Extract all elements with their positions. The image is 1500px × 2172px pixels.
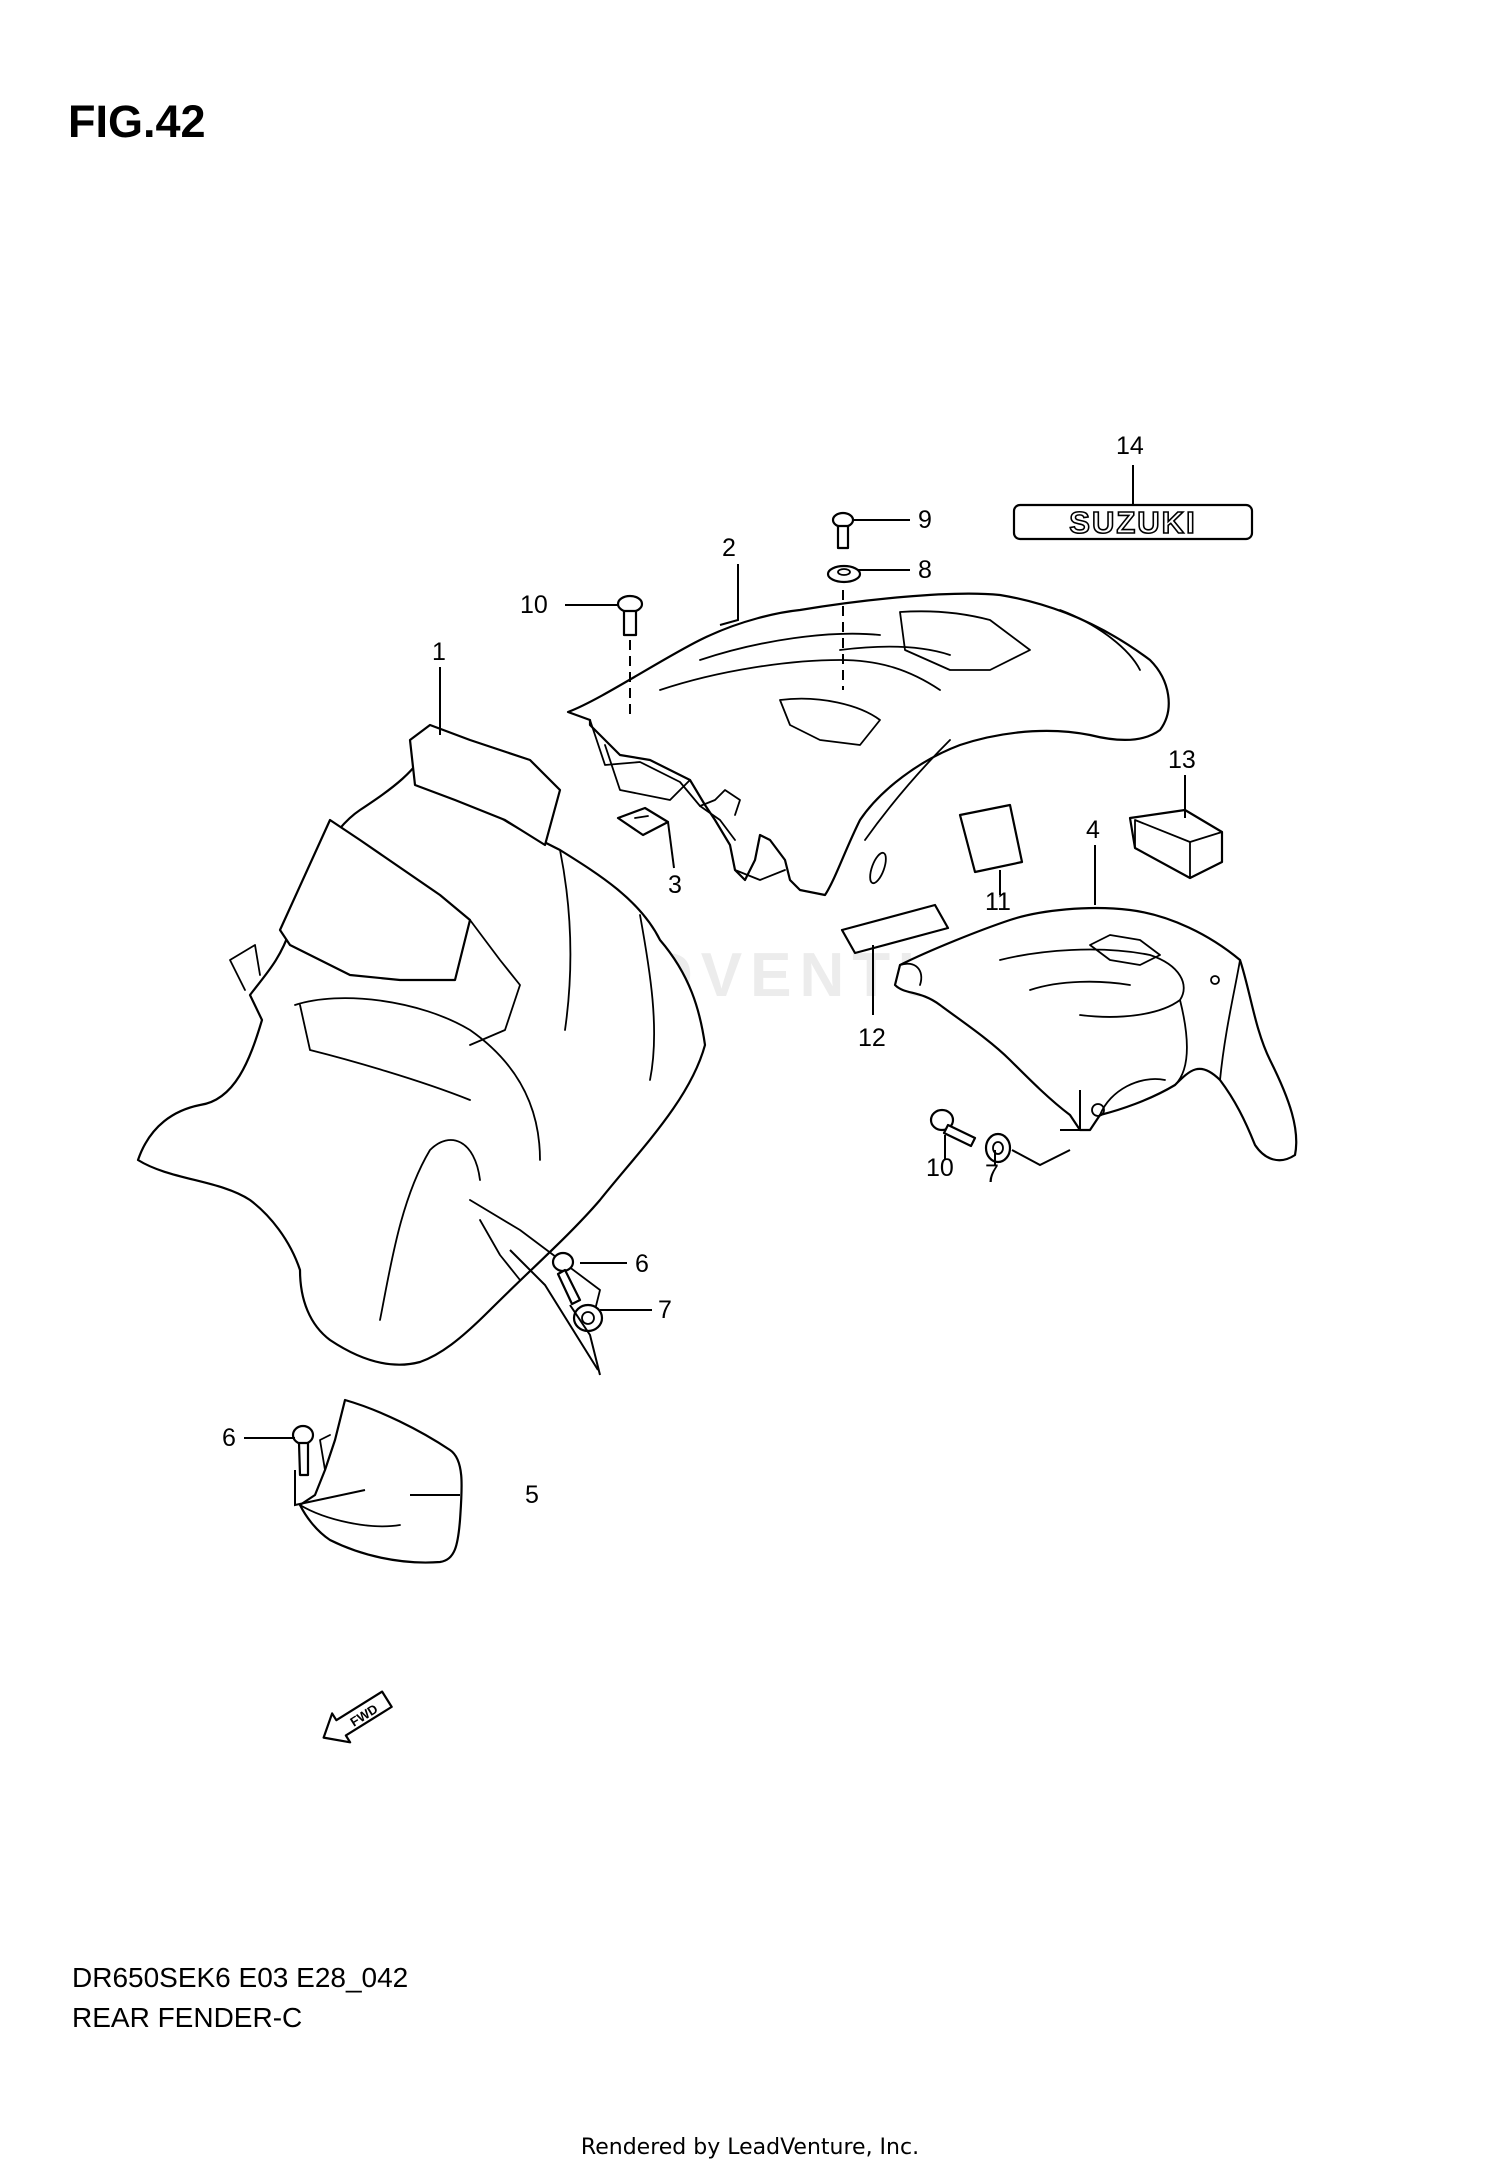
- callout-12: 12: [858, 1024, 886, 1052]
- part-11-reflector[interactable]: [958, 803, 1024, 874]
- callout-13: 13: [1168, 746, 1196, 774]
- callout-10-lower: 10: [926, 1154, 954, 1182]
- emblem-text: SUZUKI: [1069, 505, 1196, 540]
- part-1-inner-fender[interactable]: ∂ ∂ ∂: [136, 723, 707, 1366]
- part-6-bolt-lower[interactable]: [291, 1424, 315, 1477]
- callout-9: 9: [918, 506, 932, 534]
- callout-6-upper: 6: [635, 1250, 649, 1278]
- part-6-bolt-upper[interactable]: [551, 1251, 582, 1306]
- part-5-mud-flap[interactable]: [294, 1398, 463, 1564]
- part-10-bolt-upper[interactable]: [616, 594, 644, 637]
- part-14-emblem[interactable]: SUZUKI: [1012, 503, 1254, 541]
- fwd-direction-arrow: FWD: [322, 1690, 393, 1744]
- callout-14: 14: [1116, 432, 1144, 460]
- part-13-reflector[interactable]: [1128, 808, 1224, 880]
- callout-8: 8: [918, 556, 932, 584]
- part-12-reflector[interactable]: [840, 903, 950, 955]
- part-4-rear-bracket[interactable]: [893, 906, 1298, 1162]
- callout-5: 5: [525, 1481, 539, 1509]
- part-8-washer[interactable]: [826, 564, 862, 584]
- callout-2: 2: [722, 534, 736, 562]
- callout-7-left: 7: [658, 1296, 672, 1324]
- part-7-grommet-right[interactable]: [984, 1132, 1012, 1164]
- part-9-screw[interactable]: [831, 511, 855, 550]
- callout-labels: 1 2 3 4 5 6 6 7 7 8 9 10 10 11 12 13 14: [222, 432, 1196, 1509]
- model-code: DR650SEK6 E03 E28_042: [72, 1962, 409, 1993]
- part-2-rear-fender[interactable]: [566, 592, 1170, 897]
- callout-6-lower: 6: [222, 1424, 236, 1452]
- part-10-bolt-lower[interactable]: [929, 1108, 977, 1148]
- callout-11: 11: [985, 888, 1011, 916]
- figure-title: FIG.42: [68, 96, 206, 147]
- assembly-guide-lines: [509, 590, 1081, 1376]
- section-name: REAR FENDER-C: [72, 2002, 303, 2033]
- leader-lines: [244, 465, 1186, 1496]
- callout-3: 3: [668, 871, 682, 899]
- callout-7-right: 7: [985, 1160, 999, 1188]
- callout-10-upper: 10: [520, 591, 548, 619]
- render-credit-footer: Rendered by LeadVenture, Inc.: [580, 2135, 920, 2160]
- callout-1: 1: [432, 638, 446, 666]
- callout-4: 4: [1086, 816, 1100, 844]
- part-3-clip[interactable]: [616, 806, 670, 837]
